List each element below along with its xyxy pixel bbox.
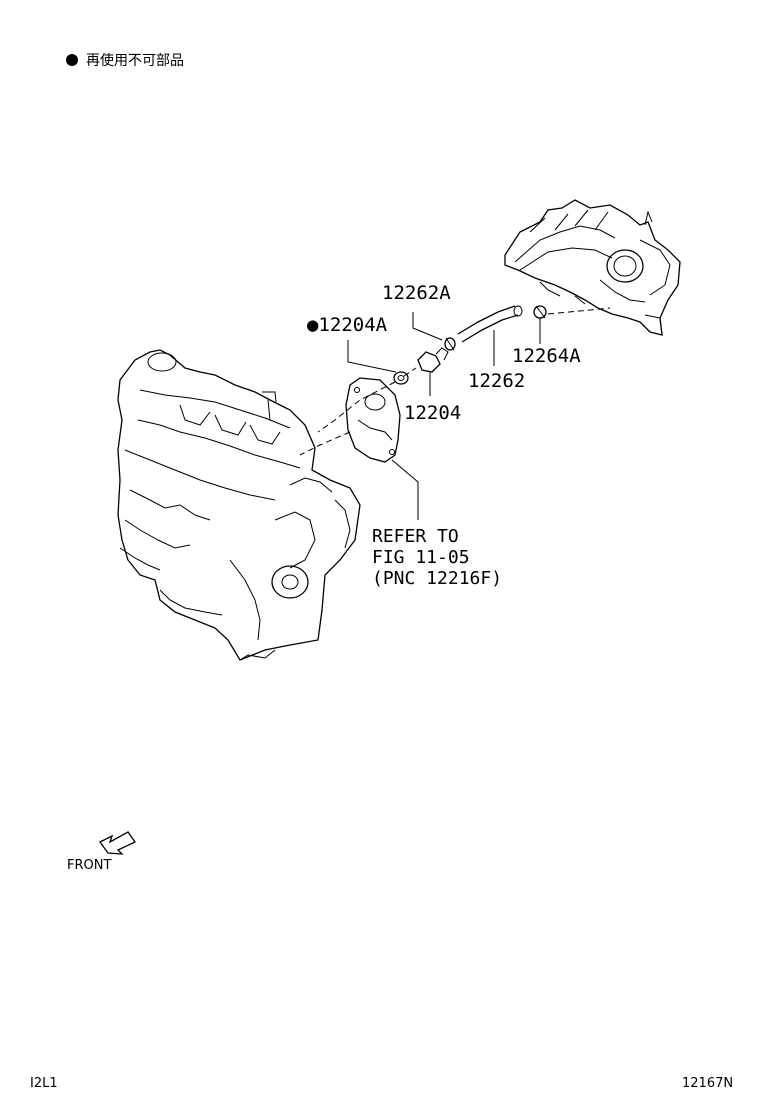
front-label: FRONT [67, 858, 112, 873]
assembly-line [299, 431, 351, 456]
assembly-line [403, 367, 417, 377]
callout-12264A: 12264A [512, 345, 581, 367]
legend: 再使用不可部品 [66, 50, 184, 70]
cover-plate-icon [345, 377, 401, 463]
assembly-line [317, 381, 396, 433]
callout-12262A: 12262A [382, 282, 451, 304]
leader-12204A [347, 340, 397, 373]
clamp-icon [444, 337, 456, 351]
non-reusable-marker: ● [307, 314, 319, 336]
pcv-valve-icon [417, 347, 449, 373]
footer-right-code: 12167N [682, 1076, 734, 1091]
callout-12204A: ●12204A [307, 314, 387, 336]
refer-line-2: FIG 11-05 [372, 547, 470, 568]
engine-block-drawing [117, 349, 361, 661]
footer-left-code: I2L1 [30, 1076, 58, 1091]
callout-12262: 12262 [468, 370, 526, 392]
leader-12262A [412, 312, 443, 341]
legend-text: 再使用不可部品 [86, 53, 184, 69]
hose-icon [457, 305, 523, 343]
callout-12204A-text: 12204A [318, 314, 388, 336]
callout-12204: 12204 [404, 402, 462, 424]
intake-manifold-drawing [504, 199, 681, 336]
refer-line-1: REFER TO [372, 526, 459, 547]
leader-refer [391, 459, 419, 520]
refer-note: REFER TO FIG 11-05 (PNC 12216F) [372, 526, 502, 589]
clamp-12264A-icon [533, 305, 547, 319]
front-arrow-icon [99, 831, 136, 855]
refer-line-3: (PNC 12216F) [372, 568, 503, 589]
assembly-line [547, 307, 611, 315]
grommet-icon [393, 371, 409, 385]
non-reusable-marker-icon [66, 54, 78, 66]
